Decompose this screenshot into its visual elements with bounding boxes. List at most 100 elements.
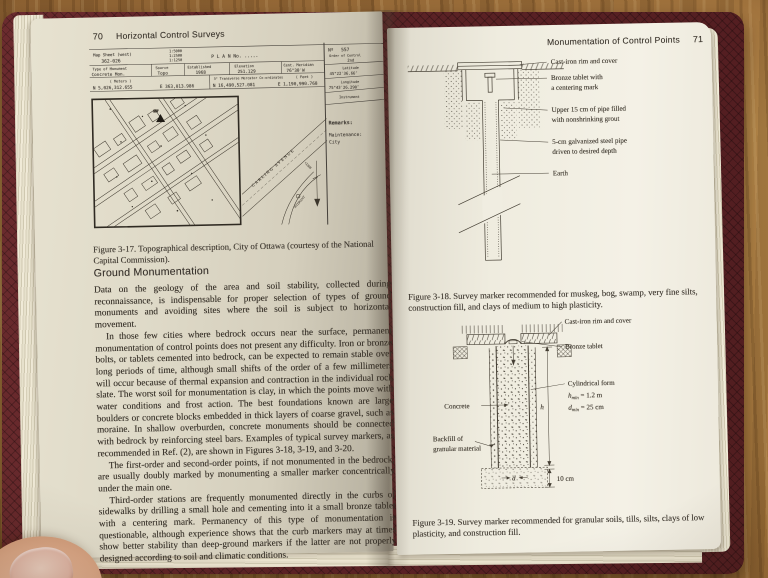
map-dots bbox=[109, 104, 213, 212]
form-feet-label: ( Feet ) bbox=[296, 75, 313, 79]
label-backfill-line2: granular material bbox=[433, 444, 481, 453]
form-order-label: Order of Control bbox=[329, 53, 361, 58]
street-lines bbox=[92, 96, 241, 228]
form-grid-lines bbox=[89, 42, 385, 225]
form-longitude-value: 75°43′26.290″ bbox=[329, 84, 360, 90]
paragraph-1: Data on the geology of the area and soil… bbox=[93, 279, 392, 331]
label-backfill-line1: Backfill of bbox=[433, 435, 464, 444]
city-map: 557 bbox=[92, 96, 241, 228]
label-pipe-line1: 5-cm galvanized steel pipe bbox=[552, 137, 627, 146]
figure-3-17-caption: Figure 3-17. Topographical description, … bbox=[93, 238, 374, 266]
label-d-min: dmin = 25 cm bbox=[568, 403, 604, 413]
label-bronze-line1: Bronze tablet with bbox=[551, 73, 603, 82]
d-subscript: min bbox=[572, 408, 580, 413]
form-source-value: Topo bbox=[157, 70, 168, 76]
thumb-nail bbox=[5, 542, 77, 578]
label-grout-line2: with nonshrinking grout bbox=[552, 115, 620, 124]
form-meridian-label: Cent. Meridian bbox=[283, 63, 313, 68]
pipe-break-slashes bbox=[458, 175, 521, 234]
street-name-label: CARLING AVENUE bbox=[250, 147, 295, 187]
form-plan-label: P L A N No. ..... bbox=[211, 53, 258, 60]
right-page-number: 71 bbox=[692, 34, 704, 45]
dimension-arrowheads bbox=[488, 346, 552, 488]
left-running-head: 70 Horizontal Control Surveys bbox=[93, 29, 225, 42]
form-meters-label: ( Meters ) bbox=[110, 79, 132, 83]
label-pipe-line2: driven to desired depth bbox=[552, 147, 617, 156]
label-grout-line1: Upper 15 cm of pipe filled bbox=[551, 105, 626, 114]
map-station-number: 557 bbox=[153, 109, 158, 113]
form-fields: Map Sheet (west) 362-026 1:5000 1:2500 1… bbox=[92, 47, 363, 145]
h-symbol: h bbox=[568, 392, 572, 400]
form-type-value: Concrete Mon. bbox=[92, 71, 126, 78]
label-earth: Earth bbox=[553, 169, 569, 177]
d-value: = 25 cm bbox=[579, 403, 604, 411]
form-latitude-value: 45°22′36.66″ bbox=[330, 70, 358, 76]
paragraph-2: In those few cities where bedrock occurs… bbox=[95, 326, 395, 460]
cover-and-ground bbox=[452, 323, 572, 366]
dim-d-label: d bbox=[512, 474, 516, 482]
form-latitude-label: Latitude bbox=[342, 66, 358, 70]
form-scale-2: 1:2500 bbox=[169, 54, 182, 58]
form-longitude-label: Longitude bbox=[341, 80, 359, 84]
left-running-title: Horizontal Control Surveys bbox=[115, 28, 225, 41]
form-feet-n: N 16,490,527.081 bbox=[213, 82, 256, 89]
figure-3-17-topographic-description: Map Sheet (west) 362-026 1:5000 1:2500 1… bbox=[89, 42, 385, 229]
form-order-value: 2nd bbox=[347, 57, 354, 62]
avenue-sketch bbox=[241, 118, 328, 225]
form-elevation-value: 251.129 bbox=[237, 69, 256, 75]
label-bronze-line2: a centering mark bbox=[551, 83, 599, 92]
figure-3-18-pipe-marker: Cast-iron rim and cover Bronze tablet wi… bbox=[407, 57, 628, 261]
figure-3-19-concrete-marker: Cast-iron rim and cover Bronze tablet Cy… bbox=[433, 317, 632, 489]
form-feet-e: E 1,190,990.768 bbox=[278, 81, 318, 88]
form-meridian-value: 76°30′W bbox=[286, 68, 305, 74]
form-meters-e: E 363,013.986 bbox=[160, 83, 195, 90]
label-bronze: Bronze tablet bbox=[565, 342, 603, 351]
form-elevation-label: Elevation bbox=[234, 64, 254, 68]
form-established-value: 1968 bbox=[195, 70, 206, 76]
steel-pipe bbox=[482, 100, 502, 261]
form-instrument-label: Instrument bbox=[339, 95, 360, 99]
label-concrete: Concrete bbox=[444, 402, 469, 410]
north-arrow bbox=[314, 198, 321, 207]
label-h-min: hmin = 1.2 m bbox=[568, 391, 603, 401]
form-remarks-line2: City bbox=[329, 139, 340, 145]
body-text-column: Data on the geology of the area and soil… bbox=[94, 279, 397, 566]
form-remarks-label: Remarks: bbox=[329, 120, 353, 127]
form-number-value: 557 bbox=[341, 47, 350, 53]
paragraph-4: Third-order stations are frequently monu… bbox=[98, 489, 397, 565]
right-running-title: Monumentation of Control Points bbox=[546, 34, 681, 48]
left-page: 70 Horizontal Control Surveys bbox=[30, 11, 397, 565]
form-meters-n: N 5,026,312.655 bbox=[93, 85, 133, 92]
earth-texture bbox=[407, 62, 564, 141]
label-cast-iron: Cast-iron rim and cover bbox=[565, 317, 632, 326]
form-type-label: Type of Monument bbox=[92, 67, 127, 72]
column-and-backfill bbox=[481, 345, 549, 489]
form-scale-3: 1:1250 bbox=[169, 58, 182, 62]
monument-station-marker bbox=[156, 114, 166, 123]
figure-3-19-caption: Figure 3-19. Survey marker recommended f… bbox=[412, 511, 705, 539]
map-frame bbox=[91, 95, 242, 229]
form-map-sheet-label: Map Sheet (west) bbox=[93, 52, 132, 58]
dim-h-label: h bbox=[540, 403, 544, 411]
left-page-number: 70 bbox=[92, 31, 104, 42]
right-running-head: Monumentation of Control Points 71 bbox=[417, 34, 703, 49]
form-established-label: Established bbox=[187, 65, 211, 69]
hydrant-symbol bbox=[296, 194, 301, 199]
figure-labels: Cast-iron rim and cover Bronze tablet Cy… bbox=[433, 317, 632, 483]
form-remarks-line1: Maintenance: bbox=[329, 132, 362, 139]
form-number-label: Nº bbox=[328, 47, 334, 53]
leader-lines bbox=[491, 61, 549, 175]
leader-lines bbox=[474, 321, 565, 447]
figure-labels: Cast-iron rim and cover Bronze tablet wi… bbox=[551, 57, 628, 178]
curb-label: CURB bbox=[304, 161, 313, 170]
d-symbol: d bbox=[568, 404, 572, 412]
form-sheet-value: 362-026 bbox=[101, 58, 121, 64]
label-cast-iron: Cast-iron rim and cover bbox=[551, 57, 618, 66]
pit-and-cover bbox=[407, 61, 564, 101]
h-subscript: min bbox=[572, 396, 580, 401]
h-value: = 1.2 m bbox=[579, 391, 603, 399]
right-page: Monumentation of Control Points 71 bbox=[386, 21, 722, 556]
dim-10cm-label: 10 cm bbox=[557, 475, 575, 483]
section-heading: Ground Monumentation bbox=[93, 265, 210, 280]
